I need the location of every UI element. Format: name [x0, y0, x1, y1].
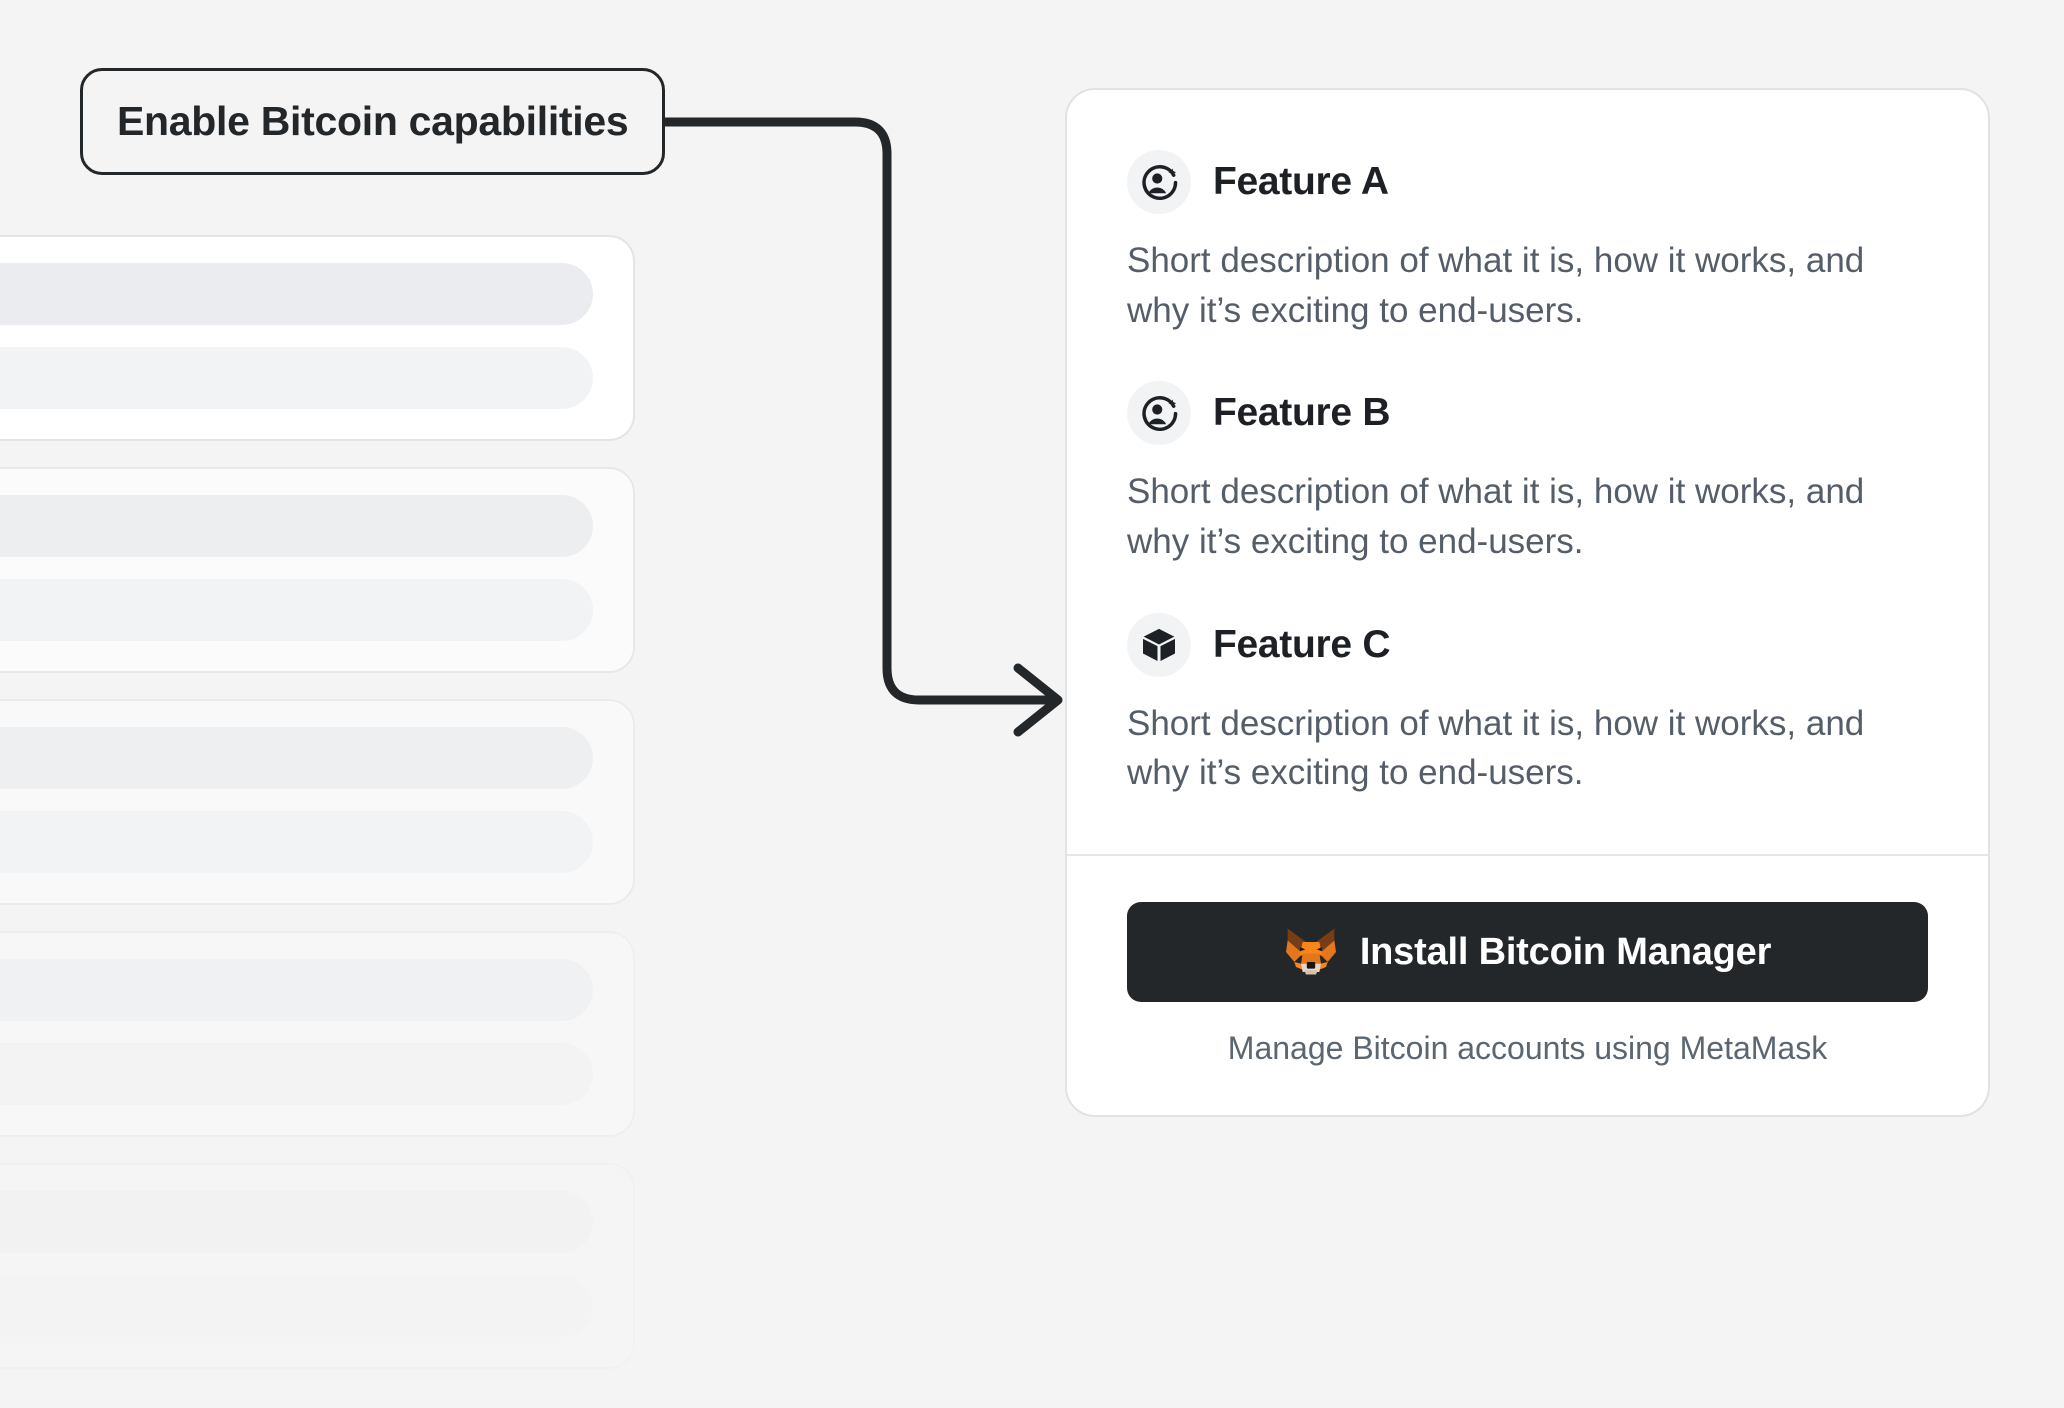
- skeleton-bar-primary: [0, 263, 593, 325]
- ghost-card: [0, 1163, 635, 1369]
- feature-title: Feature C: [1213, 622, 1391, 666]
- install-section: Install Bitcoin Manager Manage Bitcoin a…: [1067, 856, 1988, 1115]
- ghost-card-column: [0, 0, 640, 1408]
- feature-title: Feature A: [1213, 160, 1389, 203]
- feature-description: Short description of what it is, how it …: [1127, 472, 1865, 562]
- skeleton-bar-secondary: [0, 1275, 593, 1337]
- skeleton-bar-primary: [0, 959, 593, 1021]
- skeleton-bar-secondary: [0, 347, 593, 409]
- skeleton-bar-primary: [0, 727, 593, 789]
- feature-item: Feature C Short description of what it i…: [1127, 612, 1928, 798]
- connector-line: [627, 117, 1055, 705]
- bitcoin-capabilities-card: Feature A Short description of what it i…: [1065, 88, 1990, 1118]
- skeleton-bar-primary: [0, 1191, 593, 1253]
- annotation-label-pill[interactable]: Enable Bitcoin capabilities: [80, 68, 666, 175]
- annotation-label-text: Enable Bitcoin capabilities: [117, 98, 629, 144]
- feature-item: Feature B Short description of what it i…: [1127, 381, 1928, 566]
- metamask-fox-icon: [1284, 927, 1338, 977]
- install-button-label: Install Bitcoin Manager: [1359, 930, 1772, 973]
- skeleton-bar-secondary: [0, 1043, 593, 1105]
- add-account-icon: [1127, 150, 1191, 214]
- feature-header: Feature A: [1127, 150, 1928, 214]
- feature-item: Feature A Short description of what it i…: [1127, 150, 1928, 335]
- feature-list: Feature A Short description of what it i…: [1067, 90, 1988, 854]
- arrow-right-icon: [1013, 663, 1063, 737]
- skeleton-bar-primary: [0, 495, 593, 557]
- feature-title: Feature B: [1213, 391, 1391, 435]
- ghost-card: [0, 235, 635, 441]
- ghost-card: [0, 699, 635, 905]
- ghost-card: [0, 931, 635, 1137]
- feature-header: Feature C: [1127, 612, 1928, 677]
- ghost-card: [0, 467, 635, 673]
- feature-description: Short description of what it is, how it …: [1127, 241, 1865, 330]
- section-divider: [1067, 854, 1988, 857]
- skeleton-bar-secondary: [0, 811, 593, 873]
- feature-header: Feature B: [1127, 381, 1928, 446]
- install-bitcoin-manager-button[interactable]: Install Bitcoin Manager: [1127, 902, 1928, 1003]
- install-caption: Manage Bitcoin accounts using MetaMask: [1227, 1030, 1828, 1067]
- add-account-icon: [1127, 381, 1191, 446]
- skeleton-bar-secondary: [0, 579, 593, 641]
- feature-description: Short description of what it is, how it …: [1127, 703, 1865, 793]
- cube-box-icon: [1127, 612, 1191, 677]
